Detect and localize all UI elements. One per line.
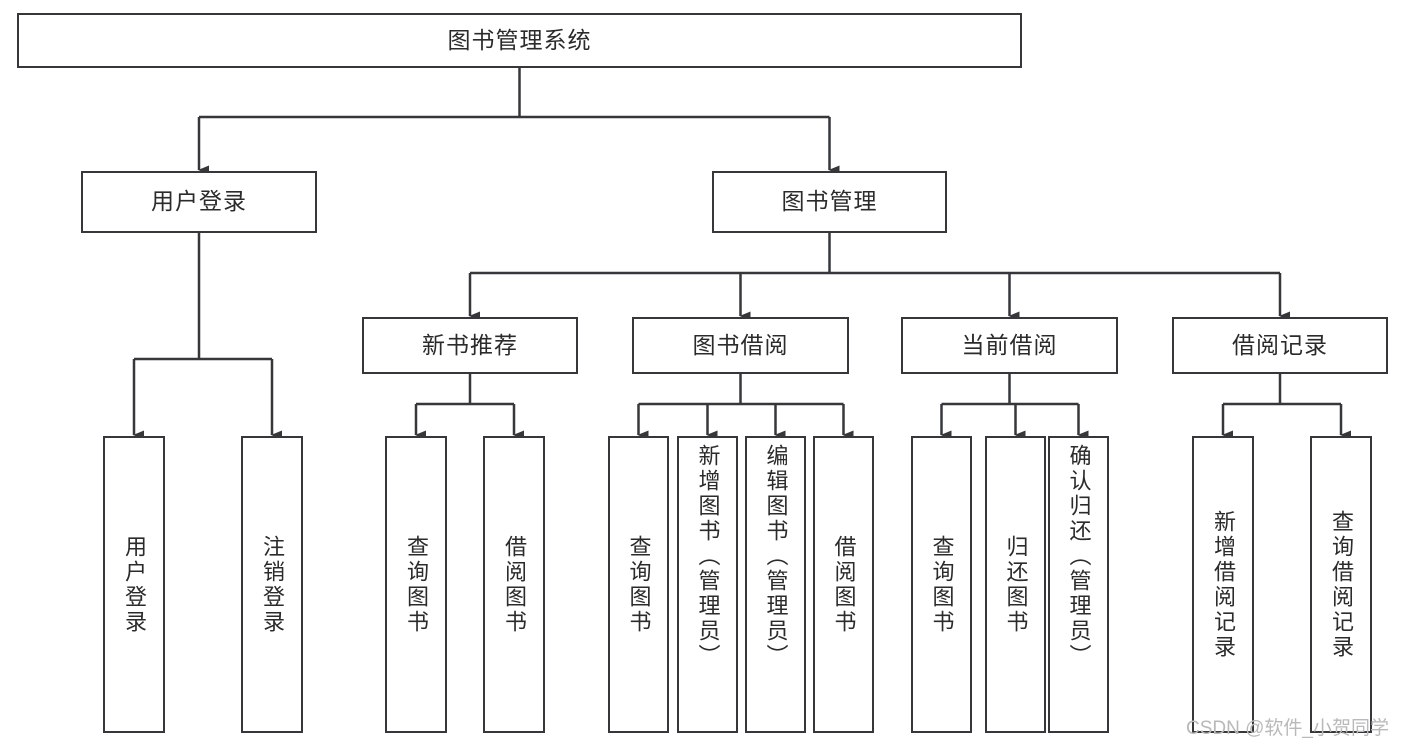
node-current_borrow: 当前借阅 (901, 317, 1118, 374)
node-label: 确认归还（管理员） (1066, 444, 1092, 669)
node-label: 用户登录 (151, 188, 247, 215)
node-label: 用户登录 (121, 534, 147, 635)
node-leaf_query_nb: 查询图书 (385, 436, 447, 733)
node-leaf_query_rec: 查询借阅记录 (1310, 436, 1372, 733)
node-label: 新增借阅记录 (1210, 509, 1236, 660)
node-new_book_rec: 新书推荐 (362, 317, 578, 374)
watermark: CSDN @软件_小贺同学 (1186, 718, 1389, 739)
node-label: 图书借阅 (692, 331, 789, 358)
node-label: 注销登录 (259, 534, 285, 635)
node-label: 当前借阅 (961, 331, 1058, 358)
node-label: 归还图书 (1003, 534, 1029, 635)
node-leaf_user_login: 用户登录 (103, 436, 165, 733)
node-user_login: 用户登录 (81, 171, 317, 233)
node-book_mgmt: 图书管理 (712, 171, 947, 233)
node-label: 借阅图书 (501, 534, 527, 635)
node-leaf_query_bb: 查询图书 (608, 436, 669, 733)
node-label: 图书管理系统 (447, 26, 592, 53)
node-label: 借阅记录 (1232, 331, 1328, 358)
node-label: 借阅图书 (831, 534, 857, 635)
node-label: 查询图书 (403, 534, 429, 635)
node-leaf_logout: 注销登录 (241, 436, 303, 733)
node-book_borrow: 图书借阅 (632, 317, 849, 374)
node-root: 图书管理系统 (17, 13, 1022, 68)
node-label: 新增图书（管理员） (695, 444, 721, 669)
node-label: 查询图书 (929, 534, 955, 635)
node-label: 图书管理 (781, 188, 878, 215)
node-leaf_edit_book: 编辑图书（管理员） (745, 436, 806, 733)
node-leaf_add_rec: 新增借阅记录 (1192, 436, 1254, 733)
node-label: 编辑图书（管理员） (763, 444, 789, 669)
node-leaf_add_book: 新增图书（管理员） (677, 436, 738, 733)
node-leaf_return_cb: 归还图书 (985, 436, 1046, 733)
node-label: 新书推荐 (422, 331, 518, 358)
node-label: 查询图书 (626, 534, 652, 635)
node-label: 查询借阅记录 (1328, 509, 1354, 660)
node-leaf_borrow_nb: 借阅图书 (483, 436, 545, 733)
node-leaf_query_cb: 查询图书 (911, 436, 972, 733)
node-borrow_record: 借阅记录 (1172, 317, 1388, 374)
node-leaf_confirm_cb: 确认归还（管理员） (1048, 436, 1109, 733)
node-leaf_borrow_bb: 借阅图书 (813, 436, 874, 733)
